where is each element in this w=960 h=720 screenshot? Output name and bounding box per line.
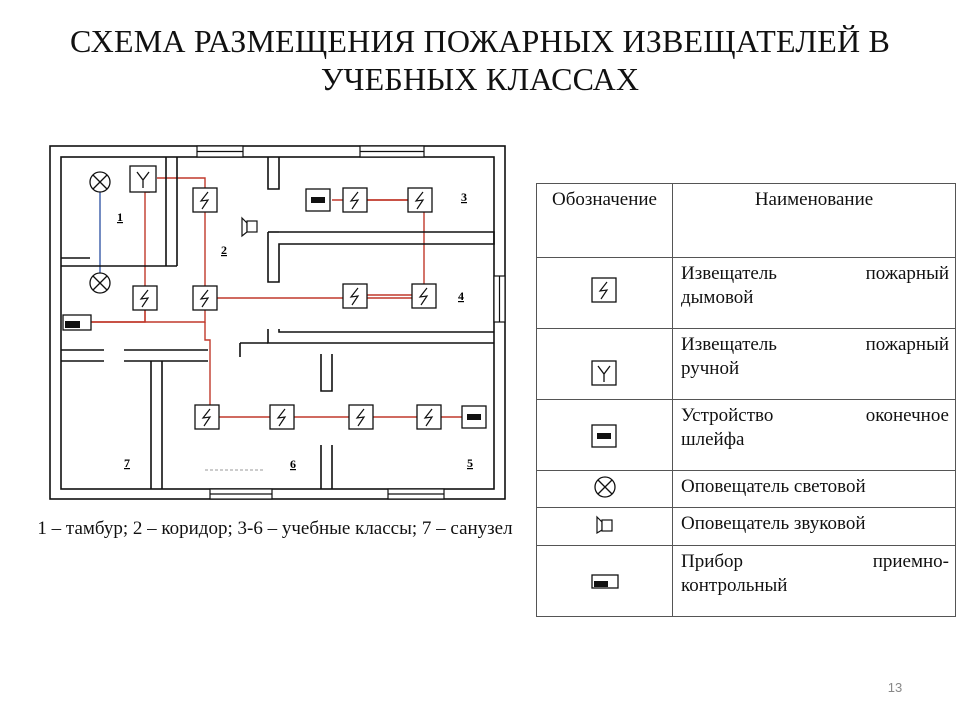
control-panel bbox=[62, 314, 92, 331]
legend-header-symbol: Обозначение bbox=[536, 183, 673, 258]
smoke-detector-11 bbox=[416, 404, 442, 430]
room-label-1: 1 bbox=[117, 210, 123, 224]
legend-name-word: Устройство bbox=[681, 405, 774, 426]
room-label-7: 7 bbox=[124, 456, 130, 470]
end-of-line-device-2 bbox=[461, 405, 487, 429]
legend-table: Обозначение Наименование Извещатель пожар… bbox=[536, 183, 956, 617]
legend-name-line: ручной bbox=[681, 358, 740, 379]
smoke-detector-1 bbox=[192, 187, 218, 213]
end-of-line-device-1 bbox=[305, 188, 331, 212]
legend-name-cell: Извещатель пожарный дымовой bbox=[672, 257, 956, 329]
light-alarm-2 bbox=[89, 272, 111, 294]
room-label-6: 6 bbox=[290, 457, 296, 471]
legend-symbol-cell bbox=[536, 328, 673, 400]
smoke-detector-9 bbox=[269, 404, 295, 430]
legend-name-word: пожарный bbox=[865, 334, 949, 355]
legend-header-name: Наименование bbox=[672, 183, 956, 258]
smoke-detector-4 bbox=[342, 187, 368, 213]
legend-name-line: шлейфа bbox=[681, 429, 745, 450]
sound-alarm bbox=[241, 216, 258, 238]
legend-symbol-cell bbox=[536, 470, 673, 508]
legend-name-cell: Устройство оконечное шлейфа bbox=[672, 399, 956, 471]
legend-name-cell: Оповещатель световой bbox=[672, 470, 956, 508]
smoke-detector-8 bbox=[194, 404, 220, 430]
legend-name-line: Оповещатель световой bbox=[681, 476, 866, 497]
smoke-detector-3 bbox=[192, 285, 218, 311]
control-panel-icon bbox=[590, 574, 619, 589]
legend-name-line: Оповещатель звуковой bbox=[681, 513, 866, 534]
smoke-detector-2 bbox=[132, 285, 158, 311]
legend-symbol-cell bbox=[536, 545, 673, 617]
smoke-detector-6 bbox=[342, 283, 368, 309]
legend-name-word: Извещатель bbox=[681, 263, 777, 284]
windows bbox=[196, 145, 506, 500]
legend-name-cell: Прибор приемно- контрольный bbox=[672, 545, 956, 617]
manual-call-point bbox=[129, 165, 157, 193]
legend-name-word: Извещатель bbox=[681, 334, 777, 355]
smoke-detector-10 bbox=[348, 404, 374, 430]
legend-symbol-cell bbox=[536, 507, 673, 546]
legend-name-line: контрольный bbox=[681, 575, 788, 596]
room-label-4: 4 bbox=[458, 289, 464, 303]
light-alarm-1 bbox=[89, 171, 111, 193]
page-number: 13 bbox=[887, 680, 903, 695]
smoke-detector-5 bbox=[407, 187, 433, 213]
legend-symbol-cell bbox=[536, 399, 673, 471]
smoke-detector-7 bbox=[411, 283, 437, 309]
room-label-2: 2 bbox=[221, 243, 227, 257]
legend-name-word: приемно- bbox=[872, 551, 949, 572]
legend-symbol-cell bbox=[536, 257, 673, 329]
legend-name-word: оконечное bbox=[865, 405, 949, 426]
legend-name-cell: Извещатель пожарный ручной bbox=[672, 328, 956, 400]
legend-name-word: пожарный bbox=[865, 263, 949, 284]
light-alarm-icon bbox=[593, 476, 616, 498]
smoke-detector-icon bbox=[590, 277, 617, 303]
room-label-3: 3 bbox=[461, 190, 467, 204]
building-walls bbox=[49, 145, 506, 500]
legend-name-word: Прибор bbox=[681, 551, 744, 572]
legend-name-cell: Оповещатель звуковой bbox=[672, 507, 956, 546]
end-of-line-device-icon bbox=[590, 424, 617, 448]
manual-call-point-icon bbox=[590, 360, 617, 386]
sound-alarm-icon bbox=[595, 515, 613, 535]
legend-name-line: дымовой bbox=[681, 287, 754, 308]
plan-caption: 1 – тамбур; 2 – коридор; 3-6 – учебные к… bbox=[37, 518, 513, 539]
slide-title: СХЕМА РАЗМЕЩЕНИЯ ПОЖАРНЫХ ИЗВЕЩАТЕЛЕЙ В … bbox=[69, 23, 891, 97]
room-label-5: 5 bbox=[467, 456, 473, 470]
